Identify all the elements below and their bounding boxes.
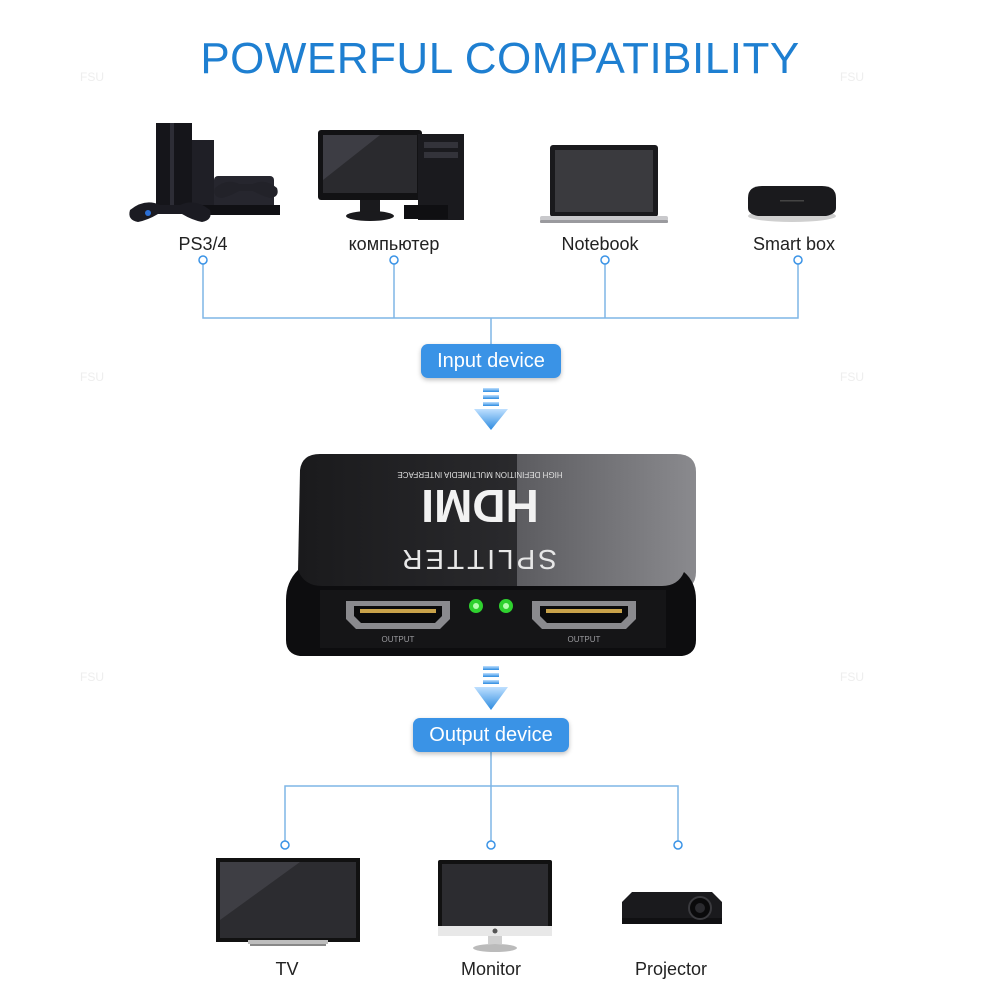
game-console-icon: [129, 123, 280, 222]
splitter-subtitle-text: HIGH DEFINITION MULTIMEDIA INTERFACE: [397, 470, 562, 479]
laptop-icon: [540, 145, 668, 223]
output-device-label: TV: [275, 959, 299, 979]
input-device-label: PS3/4: [178, 234, 228, 254]
input-device-icons: [129, 123, 836, 223]
port-label: OUTPUT: [382, 635, 415, 644]
hdmi-port-icon: [532, 601, 636, 629]
watermark: FSU: [80, 370, 104, 384]
projector-icon: [622, 892, 722, 924]
hdmi-port-icon: [346, 601, 450, 629]
output-device-badge: Output device: [413, 718, 569, 752]
watermark: FSU: [80, 670, 104, 684]
input-device-label: Notebook: [561, 234, 639, 254]
output-device-label: Monitor: [460, 959, 522, 979]
down-arrow-icon: [474, 666, 508, 710]
watermark: FSU: [840, 70, 864, 84]
watermark: FSU: [80, 70, 104, 84]
tv-box-icon: [748, 186, 836, 222]
tv-icon: [216, 858, 360, 946]
hdmi-splitter-image: HDMI HIGH DEFINITION MULTIMEDIA INTERFAC…: [286, 454, 696, 656]
input-device-label: Smart box: [752, 234, 836, 254]
splitter-brand-text: HDMI: [421, 480, 539, 532]
watermark: FSU: [840, 670, 864, 684]
output-device-label: Projector: [634, 959, 708, 979]
input-device-badge: Input device: [421, 344, 561, 378]
page-title: POWERFUL COMPATIBILITY: [200, 34, 800, 83]
desktop-computer-icon: [318, 130, 464, 221]
monitor-icon: [438, 860, 552, 952]
port-label: OUTPUT: [568, 635, 601, 644]
watermark: FSU: [840, 370, 864, 384]
splitter-model-text: SPLITTER: [399, 544, 557, 575]
down-arrow-icon: [474, 388, 508, 430]
input-device-label: компьютер: [348, 234, 440, 254]
